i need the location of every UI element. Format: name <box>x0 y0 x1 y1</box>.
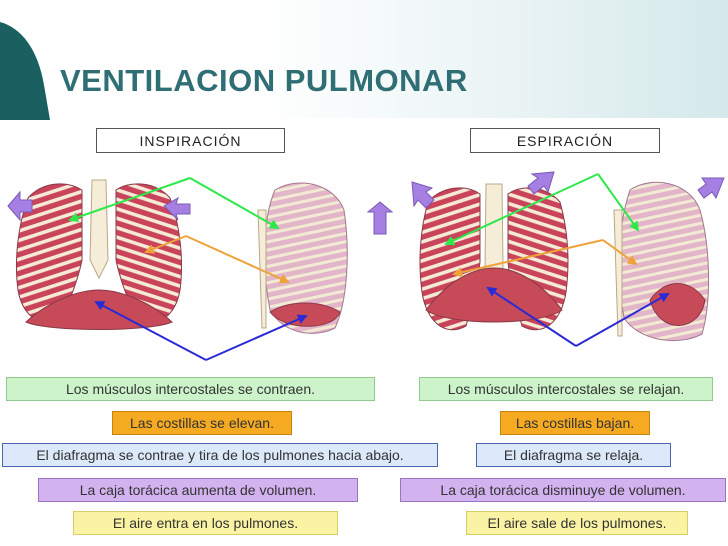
slide-header: VENTILACION PULMONAR <box>0 0 728 120</box>
inspiration-caption-ribs: Las costillas se elevan. <box>112 411 292 435</box>
expiration-label: ESPIRACIÓN <box>470 128 660 153</box>
expiration-caption-air: El aire sale de los pulmones. <box>466 511 688 535</box>
expiration-caption-cage: La caja torácica disminuye de volumen. <box>400 478 726 502</box>
slide-title: VENTILACION PULMONAR <box>60 63 468 98</box>
inspiration-caption-air: El aire entra en los pulmones. <box>73 511 338 535</box>
inspiration-caption-muscles: Los músculos intercostales se contraen. <box>6 377 375 401</box>
expiration-caption-muscles: Los músculos intercostales se relajan. <box>419 377 713 401</box>
expiration-side-ribcage <box>613 181 710 341</box>
inspiration-side-ribcage <box>257 182 348 334</box>
breathing-diagram <box>7 171 725 361</box>
expiration-front-ribcage <box>419 183 569 331</box>
arrow-icon <box>7 171 725 235</box>
diaphragm-arrows <box>94 286 670 361</box>
corner-accent-shape <box>0 22 50 120</box>
expiration-caption-ribs: Las costillas bajan. <box>500 411 650 435</box>
inspiration-front-ribcage <box>16 179 182 330</box>
ribs-movement-arrows <box>144 235 638 284</box>
inspiration-label: INSPIRACIÓN <box>96 128 285 153</box>
intercostal-muscles-arrows <box>68 173 640 246</box>
inspiration-caption-cage: La caja torácica aumenta de volumen. <box>38 478 358 502</box>
inspiration-caption-diaphragm: El diafragma se contrae y tira de los pu… <box>2 443 438 467</box>
expiration-caption-diaphragm: El diafragma se relaja. <box>476 443 671 467</box>
